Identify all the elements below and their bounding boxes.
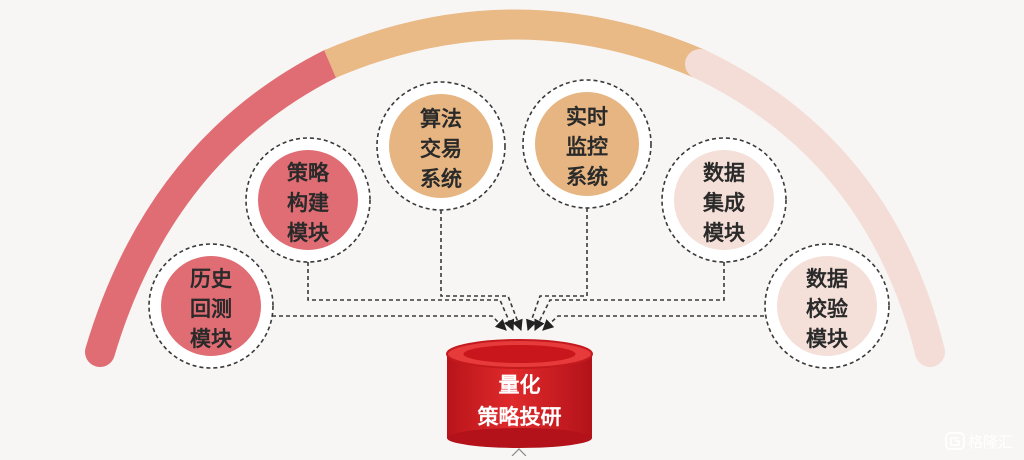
module-label-line: 模块 bbox=[287, 221, 330, 245]
g-logo-icon bbox=[945, 432, 965, 450]
connector-data-validation bbox=[542, 315, 764, 331]
module-label-line: 算法 bbox=[420, 107, 462, 131]
connector-realtime-monitor bbox=[526, 208, 588, 332]
module-label-line: 模块 bbox=[806, 327, 849, 351]
module-label-line: 系统 bbox=[420, 167, 462, 191]
core-cylinder: 量化 策略投研 bbox=[446, 339, 593, 448]
module-label-line: 回测 bbox=[190, 297, 232, 321]
module-label-line: 数据 bbox=[703, 161, 745, 185]
module-label-line: 模块 bbox=[703, 221, 746, 245]
module-label-line: 交易 bbox=[420, 137, 462, 161]
module-label-line: 系统 bbox=[566, 165, 608, 189]
module-label-line: 数据 bbox=[806, 267, 848, 291]
module-label-line: 历史 bbox=[190, 267, 233, 291]
module-label-line: 实时 bbox=[566, 105, 608, 129]
connector-history-backtest bbox=[272, 315, 507, 331]
arc-segment-right bbox=[685, 49, 945, 367]
connectors bbox=[272, 208, 764, 332]
module-label-line: 集成 bbox=[702, 191, 745, 215]
connector-strategy-build bbox=[307, 262, 515, 332]
bottom-pointer-icon bbox=[511, 448, 527, 457]
module-label-line: 构建 bbox=[287, 191, 329, 215]
watermark-text: 格隆汇 bbox=[968, 433, 1013, 451]
watermark: 格隆汇 bbox=[945, 432, 1013, 451]
module-inner-disc bbox=[258, 150, 358, 250]
outer-arc bbox=[85, 9, 945, 367]
connector-data-integration bbox=[534, 262, 725, 332]
module-inner-disc bbox=[161, 256, 261, 356]
connector-algo-trading bbox=[440, 210, 523, 332]
module-inner-disc bbox=[777, 256, 877, 356]
arc-segment-left bbox=[85, 49, 345, 367]
module-inner-disc bbox=[535, 92, 639, 196]
module-label-line: 校验 bbox=[806, 297, 848, 321]
module-nodes: 历史回测模块策略构建模块算法交易系统实时监控系统数据集成模块数据校验模块 bbox=[148, 79, 890, 369]
module-inner-disc bbox=[389, 94, 493, 198]
module-inner-disc bbox=[674, 150, 774, 250]
arc-segment-top bbox=[324, 9, 706, 78]
core-title-line1: 量化 bbox=[499, 373, 541, 397]
module-label-line: 模块 bbox=[190, 327, 233, 351]
module-label-line: 监控 bbox=[566, 135, 608, 159]
core-title-line2: 策略投研 bbox=[478, 405, 562, 429]
module-label-line: 策略 bbox=[287, 161, 330, 185]
g-logo-icon-glyph bbox=[950, 437, 960, 446]
